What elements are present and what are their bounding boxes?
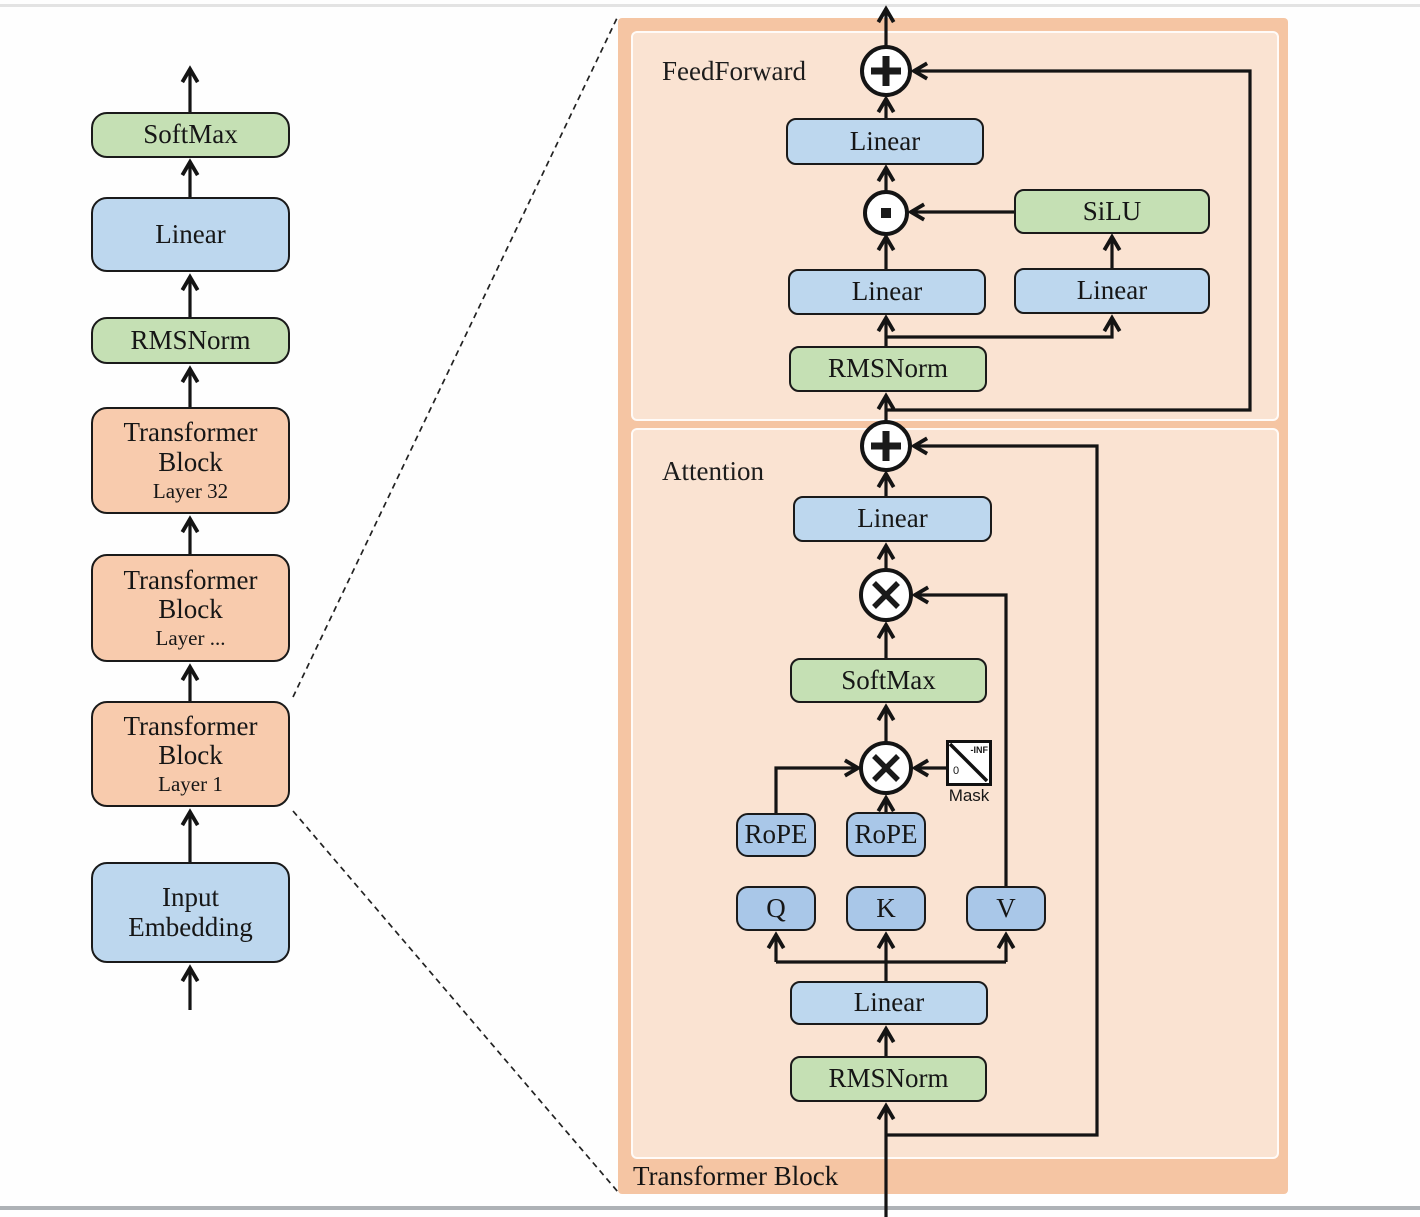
att-rmsnorm: RMSNorm: [790, 1056, 987, 1102]
ff-up-linear-label: Linear: [1076, 275, 1148, 306]
att-input-linear-label: Linear: [853, 987, 925, 1018]
att-softmax: SoftMax: [790, 658, 987, 703]
mask-label: Mask: [948, 786, 990, 805]
left-softmax-block: SoftMax: [91, 112, 290, 158]
att-output-linear: Linear: [793, 496, 992, 542]
qk-matmul-icon: [859, 741, 913, 795]
score-v-matmul-icon: [859, 568, 913, 622]
att-input-linear: Linear: [790, 981, 988, 1025]
att-rmsnorm-label: RMSNorm: [828, 1063, 949, 1094]
elementwise-product-icon: [863, 190, 909, 236]
v-label: V: [996, 892, 1016, 923]
input-embedding-word2: Embedding: [128, 911, 253, 942]
causal-mask-icon: -INF 0: [946, 740, 992, 786]
ff-gate-linear-label: Linear: [851, 276, 923, 307]
ff-rmsnorm: RMSNorm: [789, 346, 987, 392]
tb1-word1: Transformer: [123, 710, 258, 741]
tb32-word1: Transformer: [123, 417, 258, 448]
tbdots-word1: Transformer: [123, 564, 258, 595]
left-softmax-label: SoftMax: [143, 119, 238, 150]
k-label: K: [876, 892, 896, 923]
transformer-block-layer1: Transformer Block Layer 1: [91, 701, 290, 807]
rope-q-block: RoPE: [736, 813, 816, 857]
tb1-layer-label: Layer 1: [158, 772, 223, 797]
left-linear-block: Linear: [91, 197, 290, 272]
zoom-link-top: [292, 15, 619, 698]
transformer-block-layer32: Transformer Block Layer 32: [91, 407, 290, 514]
arrow-lines: [180, 5, 1252, 1217]
transformer-block-title: Transformer Block: [633, 1161, 839, 1191]
tb32-layer-label: Layer 32: [152, 478, 229, 503]
ff-silu: SiLU: [1014, 189, 1210, 234]
mask-neg-inf-text: -INF: [970, 745, 989, 755]
left-rmsnorm-label: RMSNorm: [130, 324, 251, 355]
left-rmsnorm-block: RMSNorm: [91, 317, 290, 364]
ff-add-icon: [860, 45, 912, 97]
attention-add-icon: [860, 420, 912, 472]
rope-k-block: RoPE: [846, 812, 926, 857]
attention-label: Attention: [662, 456, 764, 486]
k-block: K: [846, 886, 926, 931]
transformer-block-layerdots: Transformer Block Layer ...: [91, 554, 290, 662]
v-block: V: [966, 886, 1046, 931]
q-label: Q: [766, 892, 786, 923]
zoom-link-lines: [292, 15, 619, 1193]
zoom-link-bottom: [292, 810, 619, 1193]
tbdots-layer-label: Layer ...: [155, 626, 226, 651]
rope-k-label: RoPE: [854, 818, 918, 849]
tbdots-word2: Block: [158, 594, 223, 625]
att-output-linear-label: Linear: [857, 503, 928, 534]
mask-diagonal: [949, 743, 988, 782]
screenshot-top-border: [0, 4, 1420, 7]
ff-gate-linear: Linear: [788, 269, 986, 315]
arrow-ropeq-to-qk-matmul: [774, 758, 862, 813]
attention-residual-line: [886, 436, 1099, 1137]
q-block: Q: [736, 886, 816, 931]
ff-up-linear: Linear: [1014, 268, 1210, 314]
tb32-word2: Block: [158, 446, 223, 477]
operator-nodes: [859, 45, 913, 795]
mask-zero-text: 0: [953, 765, 960, 777]
ff-output-linear: Linear: [786, 118, 984, 165]
att-softmax-label: SoftMax: [841, 664, 936, 695]
left-linear-label: Linear: [155, 218, 226, 249]
input-embedding-word1: Input: [162, 881, 219, 912]
screenshot-bottom-border: [0, 1206, 1420, 1210]
input-embedding-block: Input Embedding: [91, 862, 290, 963]
ff-output-linear-label: Linear: [849, 125, 921, 156]
feedforward-label: FeedForward: [662, 56, 806, 86]
ff-rmsnorm-label: RMSNorm: [827, 353, 949, 384]
arrow-ff-rmsnorm-to-up: [886, 314, 1122, 339]
rope-q-label: RoPE: [744, 819, 808, 850]
ff-residual-line: [886, 61, 1252, 412]
ff-silu-label: SiLU: [1082, 195, 1142, 226]
arrow-v-to-matmul: [911, 585, 1008, 886]
attention-section: [631, 428, 1279, 1159]
tb1-word2: Block: [158, 740, 223, 771]
